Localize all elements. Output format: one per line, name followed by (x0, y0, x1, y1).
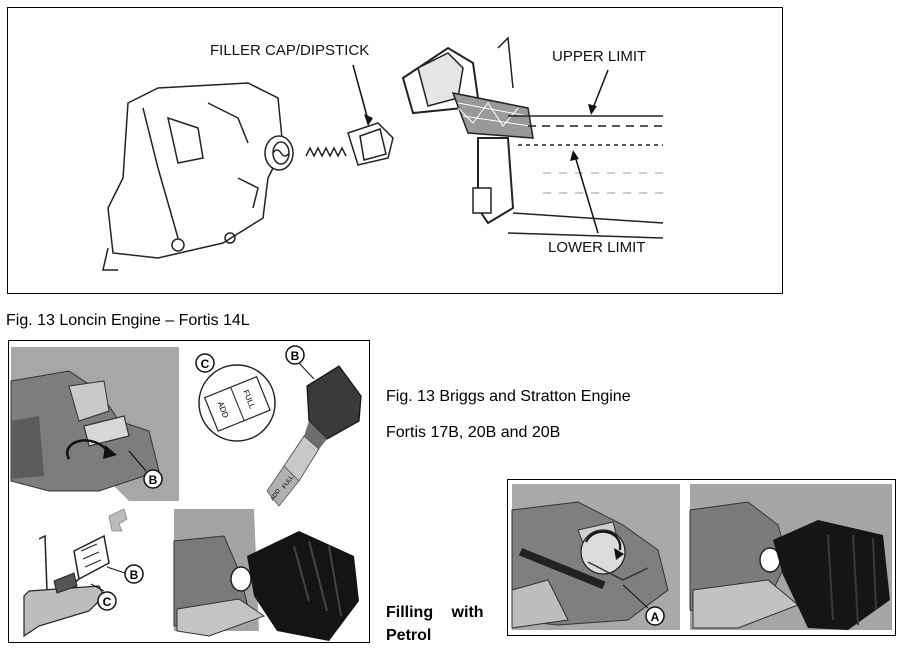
callout-c-panel2: C (201, 357, 210, 371)
upper-limit-label: UPPER LIMIT (552, 48, 646, 65)
callout-b-panel2: B (291, 349, 300, 363)
upper-limit-arrow (588, 69, 609, 115)
engine-block-drawing (102, 82, 284, 271)
dipstick-threads-drawing (305, 146, 347, 158)
petrol-filling-illustration: A (511, 484, 892, 630)
models-caption: Fortis 17B, 20B and 20B (386, 424, 561, 441)
dipstick-cutaway-drawing (401, 36, 664, 239)
callout-c-panel3: C (103, 595, 112, 609)
callout-b-panel1: B (149, 473, 158, 487)
dipstick-insertion-panel: B C (23, 508, 144, 638)
lower-limit-label: LOWER LIMIT (548, 239, 646, 256)
fuel-cap-panel: A (511, 484, 680, 630)
callout-b-panel3: B (130, 568, 139, 582)
callout-a: A (651, 610, 660, 624)
petrol-figure-box: A (507, 479, 896, 636)
filler-neck-drawing (264, 135, 294, 171)
briggs-figure-box: B ADD FULL C FULL ADD B (8, 340, 370, 643)
loncin-caption: Fig. 13 Loncin Engine – Fortis 14L (6, 312, 250, 329)
filling-caption-line1: Filling with (386, 604, 484, 621)
engine-cap-panel: B (10, 347, 179, 501)
briggs-caption: Fig. 13 Briggs and Stratton Engine (386, 388, 631, 405)
briggs-dipstick-illustration: B ADD FULL C FULL ADD B (10, 345, 362, 641)
fuel-can-panel (689, 484, 892, 630)
filler-cap-drawing (347, 122, 394, 166)
filler-cap-arrow (352, 64, 373, 126)
loncin-figure-box: FILLER CAP/DIPSTICK UPPER LIMIT LOWER LI… (7, 7, 783, 294)
filler-cap-label: FILLER CAP/DIPSTICK (210, 42, 369, 59)
loncin-engine-illustration: FILLER CAP/DIPSTICK UPPER LIMIT LOWER LI… (102, 36, 664, 271)
lower-limit-arrow (570, 150, 599, 234)
dipstick-markings-panel: ADD FULL C FULL ADD B (195, 345, 362, 507)
filling-caption-line2: Petrol (386, 627, 432, 644)
oil-bottle-panel (173, 509, 359, 641)
